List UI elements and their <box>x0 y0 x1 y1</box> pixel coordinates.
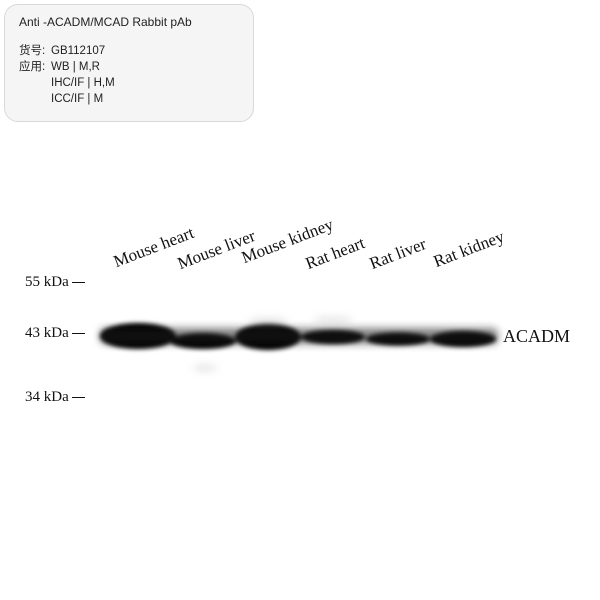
marker-55kda: 55 kDa <box>25 274 85 291</box>
marker-34kda: 34 kDa <box>25 389 85 406</box>
marker-tick <box>71 282 85 284</box>
band-label-acadm: ACADM <box>503 326 571 346</box>
info-value: IHC/IF | H,M <box>51 77 115 89</box>
info-value: WB | M,R <box>51 61 100 73</box>
info-value: ICC/IF | M <box>51 93 104 105</box>
product-info-card: Anti -ACADM/MCAD Rabbit pAb 货号: GB112107… <box>4 4 254 122</box>
info-key: 货号: <box>19 45 46 57</box>
info-value: GB112107 <box>51 45 106 57</box>
info-row-application-icc: ICC/IF | M <box>19 91 239 107</box>
marker-label: 43 kDa <box>25 325 69 341</box>
info-key: 应用: <box>19 61 46 73</box>
marker-label: 55 kDa <box>25 274 69 290</box>
info-row-application-wb: 应用: WB | M,R <box>19 59 239 75</box>
info-row-catalog: 货号: GB112107 <box>19 43 239 59</box>
marker-tick <box>71 397 85 399</box>
product-title: Anti -ACADM/MCAD Rabbit pAb <box>19 15 192 29</box>
info-row-application-ihc: IHC/IF | H,M <box>19 75 239 91</box>
marker-label: 34 kDa <box>25 389 69 405</box>
marker-tick <box>71 333 85 335</box>
marker-43kda: 43 kDa <box>25 325 85 342</box>
